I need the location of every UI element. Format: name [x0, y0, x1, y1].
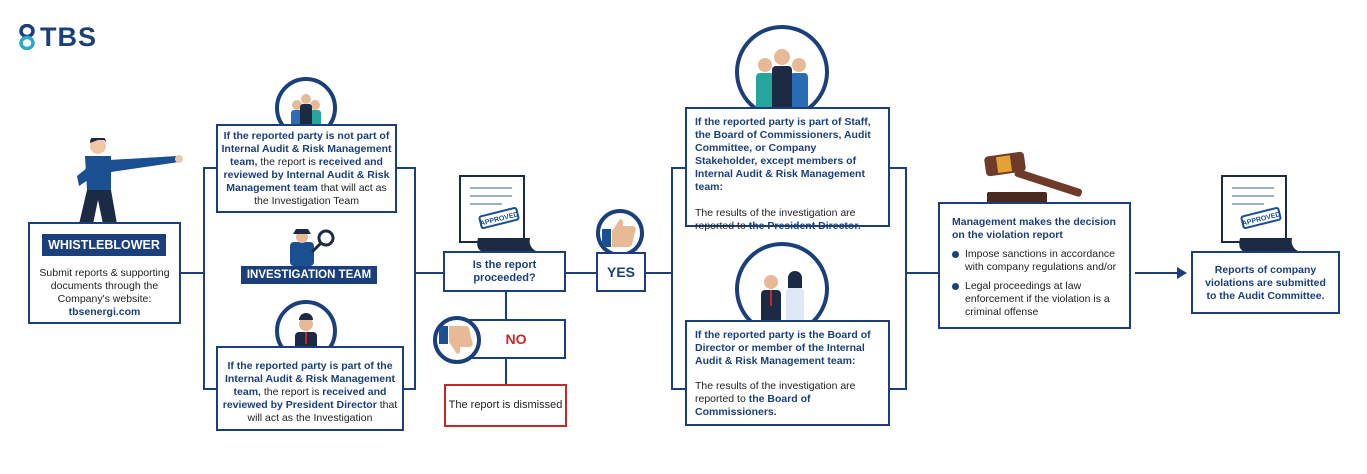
- connector: [671, 388, 685, 390]
- decision-question-box: Is the report proceeded?: [443, 251, 566, 292]
- thumbs-up-badge: [596, 209, 644, 257]
- staff-group-icon: [756, 49, 808, 115]
- logo-text: TBS: [40, 21, 97, 52]
- connector: [671, 167, 673, 389]
- connector: [414, 167, 416, 390]
- connector: [889, 167, 906, 169]
- team-people-icon: [291, 94, 321, 135]
- connector: [505, 292, 507, 319]
- case-ia-tail: that will act as the Investigation: [247, 399, 398, 424]
- connector: [646, 272, 672, 274]
- connector: [180, 272, 204, 274]
- thumbs-up-icon: [602, 219, 636, 247]
- yes-box: YES: [596, 252, 646, 292]
- case-not-ia-tail: that will act as the Investigation Team: [254, 182, 387, 207]
- connector: [203, 167, 217, 169]
- outcome-director-target: the Board of Commissioners.: [695, 393, 811, 418]
- outcome-staff-lead: If the reported party is part of Staff, …: [695, 116, 871, 193]
- whistleblower-title: WHISTLEBLOWER: [42, 234, 166, 256]
- connector: [905, 272, 938, 274]
- management-title: Management makes the decision on the vio…: [952, 216, 1116, 241]
- case-not-ia-mid: the report is: [257, 156, 319, 168]
- detective-icon: [290, 229, 335, 266]
- connector: [566, 272, 596, 274]
- case-internal-audit-box: If the reported party is part of the Int…: [216, 346, 404, 431]
- outcome-director-box: If the reported party is the Board of Di…: [685, 320, 890, 426]
- connector: [414, 272, 444, 274]
- thumbs-down-badge: [433, 316, 481, 364]
- investigation-team-label: INVESTIGATION TEAM: [241, 266, 377, 284]
- management-bullet: Impose sanctions in accordance with comp…: [952, 248, 1117, 274]
- company-logo: TBS: [18, 22, 97, 52]
- thumbs-down-icon: [439, 326, 473, 354]
- outcome-staff-result: The results of the investigation are rep…: [695, 207, 856, 232]
- logo-mark-icon: [19, 24, 35, 50]
- connector: [671, 167, 685, 169]
- case-ia-lead: If the reported party is part of the Int…: [225, 360, 395, 398]
- whistleblower-person-icon: [77, 138, 183, 224]
- report-document-icon: APPROVED: [1221, 175, 1300, 253]
- connector: [905, 167, 907, 390]
- gavel-icon: [984, 151, 1083, 204]
- management-bullet-text: Impose sanctions in accordance with comp…: [965, 248, 1117, 273]
- connector: [505, 358, 507, 385]
- outcome-staff-box: If the reported party is part of Staff, …: [685, 107, 890, 232]
- arrow-head-icon: [1177, 267, 1187, 279]
- case-ia-bold: received and reviewed by President Direc…: [222, 386, 387, 411]
- case-ia-mid: the report is: [260, 386, 323, 398]
- staff-avatar: [735, 25, 829, 119]
- audit-committee-box: Reports of company violations are submit…: [1191, 251, 1340, 314]
- outcome-director-result: The results of the investigation are rep…: [695, 380, 856, 405]
- connector: [889, 388, 906, 390]
- website-link[interactable]: tbsenergi.com: [68, 306, 141, 318]
- connector: [396, 167, 416, 169]
- connector: [403, 388, 416, 390]
- outcome-staff-target: the President Director.: [748, 220, 861, 232]
- connector: [203, 167, 205, 389]
- case-not-ia-lead: If the reported party is not part of Int…: [221, 130, 392, 168]
- management-bullet-text: Legal proceedings at law enforcement if …: [965, 280, 1110, 318]
- case-not-internal-audit-box: If the reported party is not part of Int…: [216, 124, 397, 213]
- management-box: Management makes the decision on the vio…: [938, 202, 1131, 329]
- connector: [203, 388, 217, 390]
- dismissed-box: The report is dismissed: [444, 384, 567, 427]
- whistleblower-text: Submit reports & supporting documents th…: [39, 267, 170, 305]
- arrow-line: [1135, 272, 1181, 274]
- management-bullet: Legal proceedings at law enforcement if …: [952, 280, 1117, 319]
- case-not-ia-bold: received and reviewed by Internal Audit …: [223, 156, 390, 194]
- outcome-director-lead: If the reported party is the Board of Di…: [695, 329, 871, 367]
- approved-document-icon: APPROVED: [459, 175, 538, 253]
- whistleblower-box: WHISTLEBLOWER Submit reports & supportin…: [28, 222, 181, 324]
